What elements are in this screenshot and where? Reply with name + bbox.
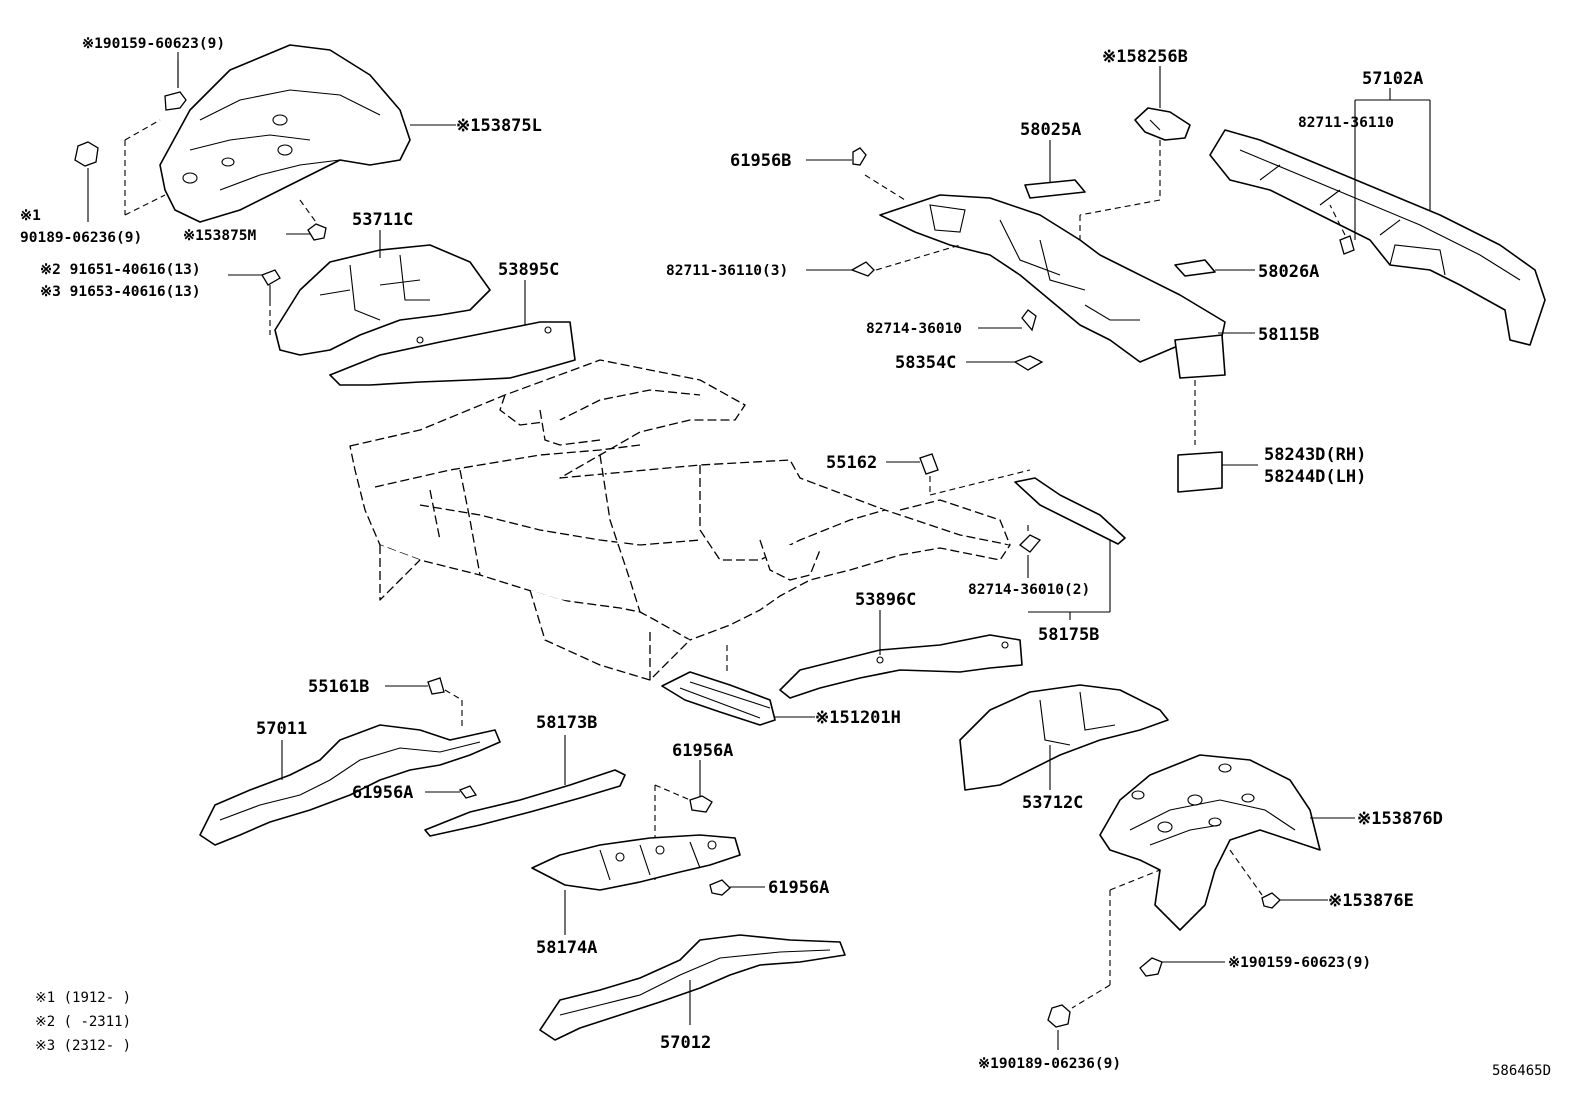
stopper-icon xyxy=(689,795,713,813)
clip-icon xyxy=(852,147,867,166)
clip-icon xyxy=(1018,534,1042,553)
label-58115B: 58115B xyxy=(1258,325,1319,345)
clip-icon xyxy=(74,141,99,167)
plate-58025A xyxy=(1024,179,1086,199)
label-190159-60623-top: ※190159-60623(9) xyxy=(82,36,225,52)
footnote-2: ※2 ( -2311) xyxy=(35,1014,131,1030)
label-57102A: 57102A xyxy=(1362,69,1423,89)
label-55161B: 55161B xyxy=(308,677,369,697)
nut-icon xyxy=(850,261,875,277)
plate-58026A xyxy=(1174,259,1216,277)
part-labels: ※190159-60623(9) ※153875L ※1 90189-06236… xyxy=(20,36,1443,1072)
label-61956A-2: 61956A xyxy=(352,783,413,803)
nut-icon xyxy=(1013,355,1044,371)
label-53895C: 53895C xyxy=(498,260,559,280)
label-58243D: 58243D(RH) xyxy=(1264,445,1366,465)
nut-icon xyxy=(1261,892,1281,909)
label-91653-40616: ※3 91653-40616(13) xyxy=(40,284,201,300)
figure-id: 586465D xyxy=(1492,1063,1551,1079)
footnote-1: ※1 (1912- ) xyxy=(35,990,131,1006)
plate-58115B-lower xyxy=(1174,334,1226,379)
bracket-58175B xyxy=(1014,477,1126,545)
rear-member-57102A xyxy=(1209,129,1546,346)
label-53712C: 53712C xyxy=(1022,793,1083,813)
side-member-57011 xyxy=(199,724,501,846)
clip-icon xyxy=(1047,1004,1071,1028)
insulator-53711C xyxy=(274,244,491,356)
label-53875M: ※153875M xyxy=(183,228,257,244)
bolt-icon xyxy=(261,269,281,300)
label-53876E: ※153876E xyxy=(1328,891,1414,911)
bolt-icon xyxy=(1139,957,1163,977)
label-58026A: 58026A xyxy=(1258,262,1319,282)
label-58174A: 58174A xyxy=(536,938,597,958)
label-x1: ※1 xyxy=(20,208,41,224)
bracket-58174A xyxy=(531,834,741,891)
label-190159-60623-bottom: ※190159-60623(9) xyxy=(1228,955,1371,971)
label-58175B: 58175B xyxy=(1038,625,1099,645)
label-55162: 55162 xyxy=(826,453,877,473)
stopper-icon xyxy=(709,879,731,896)
label-61956A-3: 61956A xyxy=(768,878,829,898)
footnote-3: ※3 (2312- ) xyxy=(35,1038,131,1054)
wheelhouse-shield-53875L xyxy=(159,44,411,223)
label-57012: 57012 xyxy=(660,1033,711,1053)
nut-icon xyxy=(307,223,327,241)
clip-icon xyxy=(1339,235,1355,255)
label-58354C: 58354C xyxy=(895,353,956,373)
bracket-58256B xyxy=(1134,107,1191,141)
label-57011: 57011 xyxy=(256,719,307,739)
label-58256B: ※158256B xyxy=(1102,47,1188,67)
footnotes: ※1 (1912- ) ※2 ( -2311) ※3 (2312- ) xyxy=(35,990,131,1054)
bolt-icon xyxy=(164,60,187,111)
leader-lines xyxy=(87,52,1431,1050)
reinforcement-58173B xyxy=(424,769,626,837)
label-58173B: 58173B xyxy=(536,713,597,733)
label-53875L: ※153875L xyxy=(456,116,542,136)
clip-icon xyxy=(458,785,478,799)
floor-pan-assembly xyxy=(349,359,1011,681)
label-53896C: 53896C xyxy=(855,590,916,610)
clip-55162 xyxy=(919,453,939,475)
side-member-57012 xyxy=(539,934,846,1041)
label-82714-36010-2: 82714-36010(2) xyxy=(968,582,1090,598)
insulator-53712C xyxy=(959,684,1169,791)
label-53711C: 53711C xyxy=(352,210,413,230)
pad-58243D-58244D xyxy=(1177,451,1223,493)
wheelhouse-shield-53876D xyxy=(1099,754,1321,931)
label-91651-40616: ※2 91651-40616(13) xyxy=(40,262,201,278)
label-190189-06236-bottom: ※190189-06236(9) xyxy=(978,1056,1121,1072)
label-58025A: 58025A xyxy=(1020,120,1081,140)
label-82711-36110-3: 82711-36110(3) xyxy=(666,263,788,279)
label-82711-36110: 82711-36110 xyxy=(1298,115,1394,131)
label-51201H: ※151201H xyxy=(815,708,901,728)
label-61956A-1: 61956A xyxy=(672,741,733,761)
label-58244D: 58244D(LH) xyxy=(1264,467,1366,487)
bracket-53895C xyxy=(329,321,576,386)
clip-icon xyxy=(1021,309,1037,332)
crossmember-51201H xyxy=(661,671,776,726)
label-61956B: 61956B xyxy=(730,151,791,171)
label-90189-06236: 90189-06236(9) xyxy=(20,230,142,246)
bracket-53896C xyxy=(779,634,1023,699)
label-53876D: ※153876D xyxy=(1357,809,1443,829)
clip-55161B xyxy=(427,677,445,695)
label-82714-36010: 82714-36010 xyxy=(866,321,962,337)
